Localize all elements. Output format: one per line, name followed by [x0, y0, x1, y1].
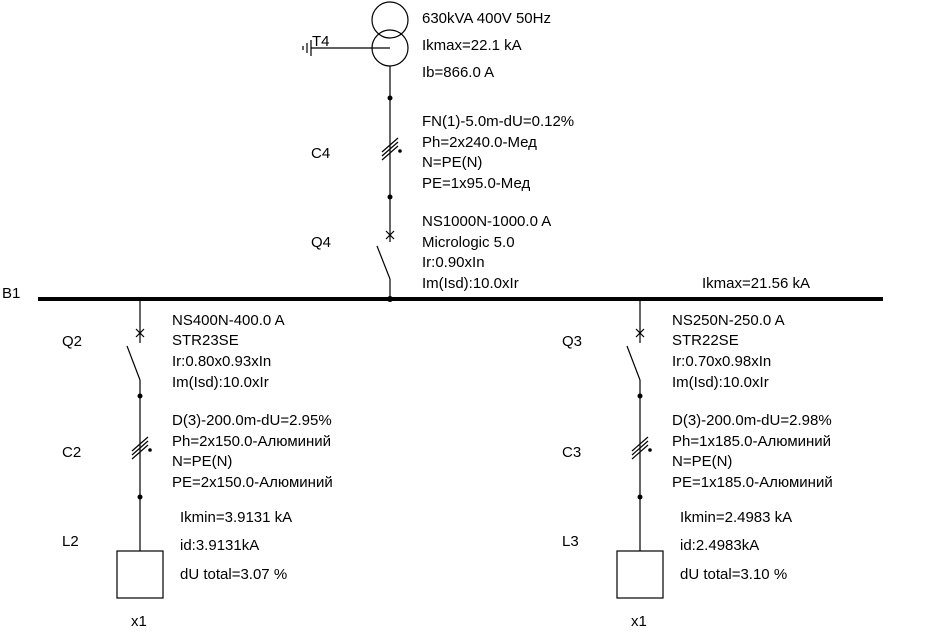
busbar-ikmax: Ikmax=21.56 kA: [702, 275, 810, 292]
breaker-q2-line2: STR23SE: [172, 332, 239, 349]
load-l3-multiplier: x1: [631, 613, 647, 630]
cable-phase-tick: [381, 137, 399, 153]
cable-c2-line3: N=PE(N): [172, 453, 232, 470]
cable-neutral-dot: [148, 448, 152, 452]
breaker-q2-line4: Im(Isd):10.0xIr: [172, 374, 269, 391]
node-dot: [637, 393, 643, 399]
cable-phase-tick: [131, 444, 149, 460]
breaker-q4-line1: NS1000N-1000.0 A: [422, 213, 551, 230]
load-l3-id-value: id:2.4983kA: [680, 537, 759, 554]
cable-c4-line3: N=PE(N): [422, 154, 482, 171]
cable-phase-tick: [131, 436, 149, 452]
cable-c3-line3: N=PE(N): [672, 453, 732, 470]
load-l3-ikmin: Ikmin=2.4983 kA: [680, 509, 792, 526]
cable-c4-line2: Ph=2x240.0-Мед: [422, 134, 537, 151]
transformer-rating: 630kVA 400V 50Hz: [422, 10, 551, 27]
cable-phase-tick: [631, 444, 649, 460]
breaker-q2-gap-mask: [135, 343, 145, 380]
node-dot: [637, 494, 643, 500]
breaker-q2-id: Q2: [62, 333, 82, 350]
cable-phase-tick: [381, 141, 399, 157]
transformer-ikmax: Ikmax=22.1 kA: [422, 37, 522, 54]
load-l2-du-total: dU total=3.07 %: [180, 566, 287, 583]
cable-c3-id: C3: [562, 444, 581, 461]
breaker-cross: [135, 328, 145, 338]
breaker-q3-symbol[interactable]: [626, 328, 645, 381]
busbar-id: B1: [2, 285, 20, 302]
breaker-contact: [126, 345, 141, 381]
breaker-contact: [376, 245, 391, 280]
breaker-q2-line1: NS400N-400.0 A: [172, 312, 285, 329]
breaker-cross: [385, 230, 395, 240]
load-l3-du-total: dU total=3.10 %: [680, 566, 787, 583]
node-dot: [387, 194, 393, 200]
node-dot: [137, 494, 143, 500]
breaker-q4-line2: Micrologic 5.0: [422, 234, 515, 251]
cable-phase-tick: [631, 436, 649, 452]
load-l2-multiplier: x1: [131, 613, 147, 630]
cable-c2-line1: D(3)-200.0m-dU=2.95%: [172, 412, 332, 429]
breaker-q3-gap-mask: [635, 343, 645, 380]
cable-neutral-dot: [398, 149, 402, 153]
transformer-primary-winding: [371, 1, 409, 39]
cable-phase-tick: [381, 145, 399, 161]
cable-c3-line4: PE=1x185.0-Алюминий: [672, 474, 833, 491]
cable-c3-line1: D(3)-200.0m-dU=2.98%: [672, 412, 832, 429]
load-l2-id-value: id:3.9131kA: [180, 537, 259, 554]
busbar-junction-dot: [387, 296, 393, 302]
transformer-id: T4: [312, 33, 330, 50]
node-dot: [137, 393, 143, 399]
load-l2-id: L2: [62, 533, 79, 550]
load-l2-ikmin: Ikmin=3.9131 kA: [180, 509, 292, 526]
cable-c2-symbol[interactable]: [131, 436, 152, 460]
breaker-q2-symbol[interactable]: [126, 328, 145, 381]
breaker-q4-id: Q4: [311, 234, 331, 251]
cable-phase-tick: [631, 440, 649, 456]
breaker-contact: [626, 345, 641, 381]
node-dot: [387, 95, 393, 101]
cable-c3-line2: Ph=1x185.0-Алюминий: [672, 433, 831, 450]
cable-c2-id: C2: [62, 444, 81, 461]
breaker-q4-line4: Im(Isd):10.0xIr: [422, 275, 519, 292]
breaker-q3-line3: Ir:0.70x0.98xIn: [672, 353, 771, 370]
breaker-q2-line3: Ir:0.80x0.93xIn: [172, 353, 271, 370]
breaker-q3-line1: NS250N-250.0 A: [672, 312, 785, 329]
load-l3-box[interactable]: [616, 550, 664, 599]
breaker-q3-line2: STR22SE: [672, 332, 739, 349]
cable-neutral-dot: [648, 448, 652, 452]
cable-c3-symbol[interactable]: [631, 436, 652, 460]
load-l2-box[interactable]: [116, 550, 164, 599]
breaker-q4-gap-mask: [385, 242, 395, 279]
breaker-cross: [635, 328, 645, 338]
breaker-q3-line4: Im(Isd):10.0xIr: [672, 374, 769, 391]
cable-c2-line2: Ph=2x150.0-Алюминий: [172, 433, 331, 450]
breaker-q4-symbol[interactable]: [376, 230, 395, 280]
cable-c2-line4: PE=2x150.0-Алюминий: [172, 474, 333, 491]
transformer-ib: Ib=866.0 A: [422, 64, 494, 81]
cable-c4-symbol[interactable]: [381, 137, 402, 161]
cable-c4-id: C4: [311, 145, 330, 162]
breaker-q3-id: Q3: [562, 333, 582, 350]
load-l3-id: L3: [562, 533, 579, 550]
cable-c4-line4: PE=1x95.0-Мед: [422, 175, 530, 192]
cable-phase-tick: [131, 440, 149, 456]
breaker-q4-line3: Ir:0.90xIn: [422, 254, 485, 271]
cable-c4-line1: FN(1)-5.0m-dU=0.12%: [422, 113, 574, 130]
